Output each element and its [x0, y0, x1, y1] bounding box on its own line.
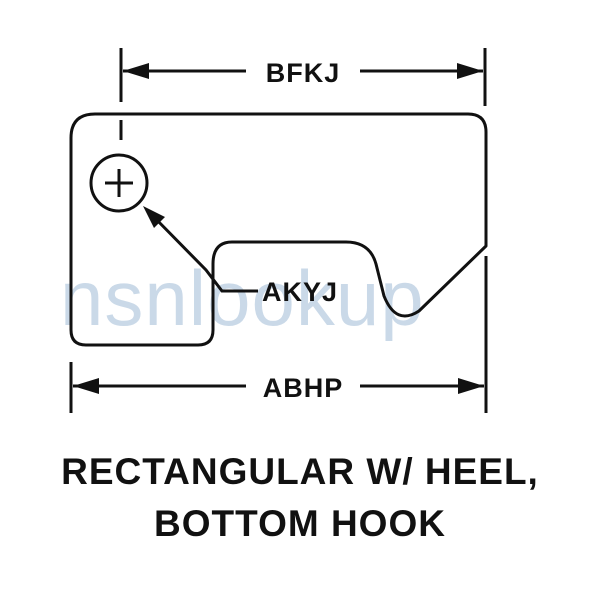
top-dimension-label: BFKJ: [266, 58, 341, 88]
bottom-arrowhead-left: [73, 378, 99, 394]
caption-line-1: RECTANGULAR W/ HEEL,: [61, 451, 539, 492]
bottom-dimension-label: ABHP: [263, 373, 344, 403]
part-outline: [69, 112, 488, 347]
hole-leader-line: [149, 212, 258, 293]
hole-circle: [89, 153, 149, 213]
caption-line-2: BOTTOM HOOK: [154, 503, 446, 544]
hole-leader-arrowhead: [143, 206, 165, 228]
top-arrowhead-left: [123, 63, 149, 79]
top-arrowhead-right: [457, 63, 483, 79]
bottom-arrowhead-right: [458, 378, 484, 394]
watermark-text: nsnlookup: [60, 254, 425, 342]
hole-callout-label: AKYJ: [262, 277, 338, 307]
